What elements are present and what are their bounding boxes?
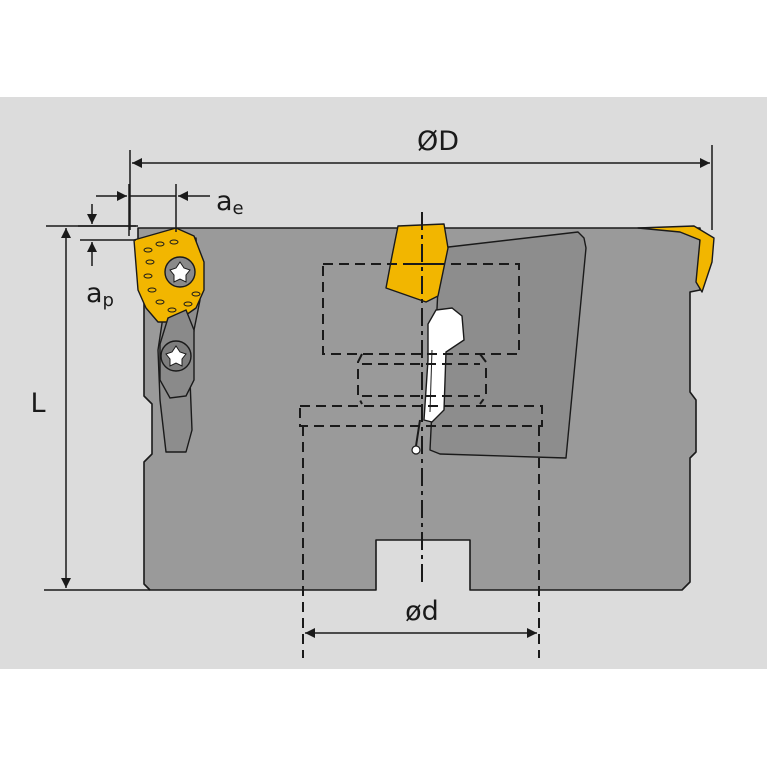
clamp-torx-icon [165,345,187,367]
torx-icon [169,261,191,283]
label-length: L [30,388,45,419]
left-insert-dots [143,239,201,313]
clamp-slot [429,349,433,413]
label-bore-diameter: ød [405,596,439,627]
chip-flute [429,231,587,459]
clamp-pin-head [411,445,421,455]
clamp-pin [415,419,421,447]
dimension-outer-diameter [129,145,713,230]
label-axial-depth: ap [86,278,114,311]
label-radial-depth: ae [216,186,244,219]
dimension-radial-depth [96,184,210,236]
dimension-axial-depth [78,204,136,266]
label-outer-diameter: ØD [417,126,459,157]
right-insert [637,225,715,293]
